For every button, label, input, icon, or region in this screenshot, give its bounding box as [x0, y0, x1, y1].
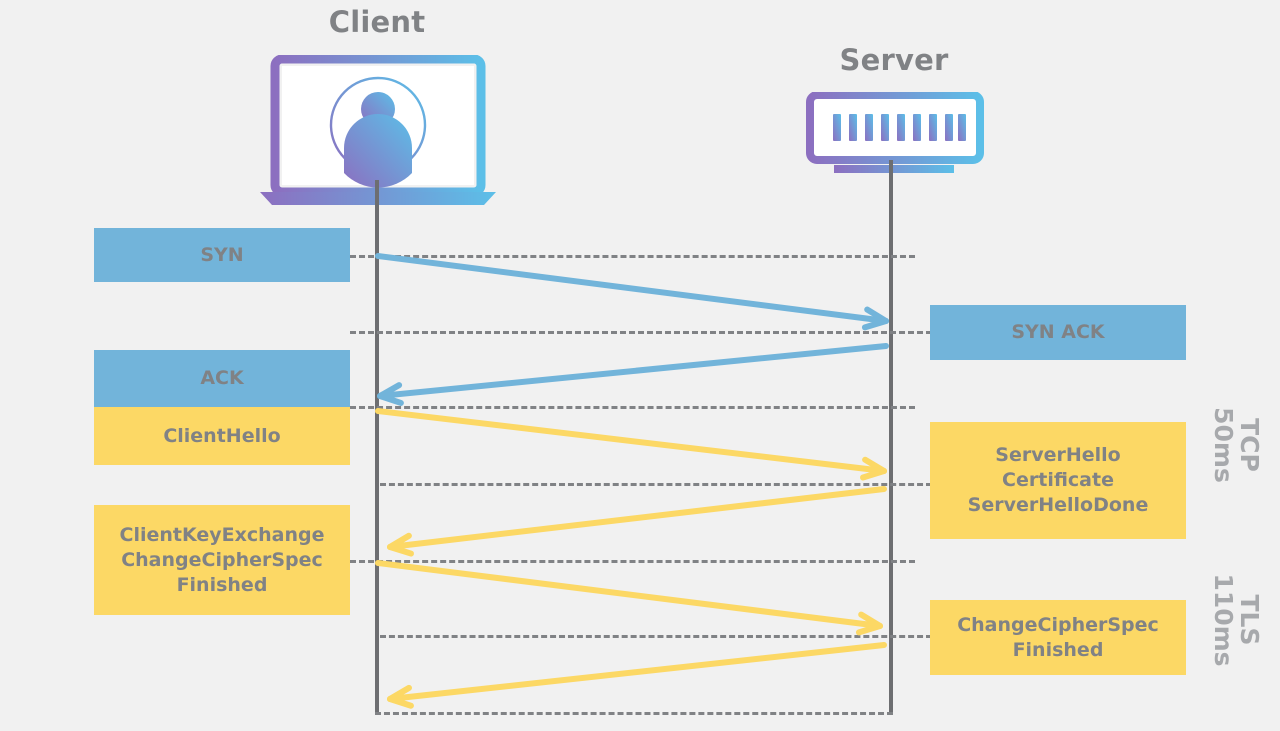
row-change-cipher	[380, 635, 932, 638]
arrow-syn-ack	[377, 343, 889, 406]
row-bottom	[375, 712, 893, 715]
server-lifeline	[889, 160, 893, 714]
row-ack	[350, 406, 915, 409]
message-label-client-key-exchange: ClientKeyExchange ChangeCipherSpec Finis…	[119, 523, 325, 596]
arrow-server-hello	[387, 486, 887, 557]
message-box-syn-ack[interactable]: SYN ACK	[930, 305, 1186, 360]
phase-label-tcp: TCP 50ms	[1209, 407, 1264, 483]
message-box-ack[interactable]: ACK	[94, 350, 350, 407]
message-box-client-key-exchange[interactable]: ClientKeyExchange ChangeCipherSpec Finis…	[94, 505, 350, 615]
message-box-syn[interactable]: SYN	[94, 228, 350, 282]
message-label-ack: ACK	[200, 367, 244, 389]
message-label-client-hello: ClientHello	[163, 424, 281, 447]
row-server-hello	[380, 483, 932, 486]
client-title: Client	[328, 5, 426, 39]
arrow-syn	[375, 253, 889, 331]
row-syn-ack	[350, 331, 932, 334]
server-rack-icon	[806, 91, 984, 182]
arrow-client-key-exchange	[375, 560, 883, 636]
message-label-server-change-cipher-spec: ChangeCipherSpec Finished	[957, 613, 1159, 661]
message-box-server-hello[interactable]: ServerHello Certificate ServerHelloDone	[930, 422, 1186, 539]
client-lifeline	[375, 180, 379, 714]
phase-label-tls: TLS 110ms	[1209, 573, 1264, 667]
message-label-syn: SYN	[200, 243, 244, 266]
arrow-client-hello	[375, 408, 887, 481]
message-box-client-hello[interactable]: ClientHello	[94, 407, 350, 465]
message-label-syn-ack: SYN ACK	[1011, 321, 1105, 343]
server-title: Server	[839, 43, 949, 77]
message-box-server-change-cipher-spec[interactable]: ChangeCipherSpec Finished	[930, 600, 1186, 675]
row-syn	[350, 255, 915, 258]
arrow-server-change-cipher-spec	[387, 642, 887, 709]
row-client-key	[350, 560, 915, 563]
message-label-server-hello: ServerHello Certificate ServerHelloDone	[967, 444, 1149, 516]
